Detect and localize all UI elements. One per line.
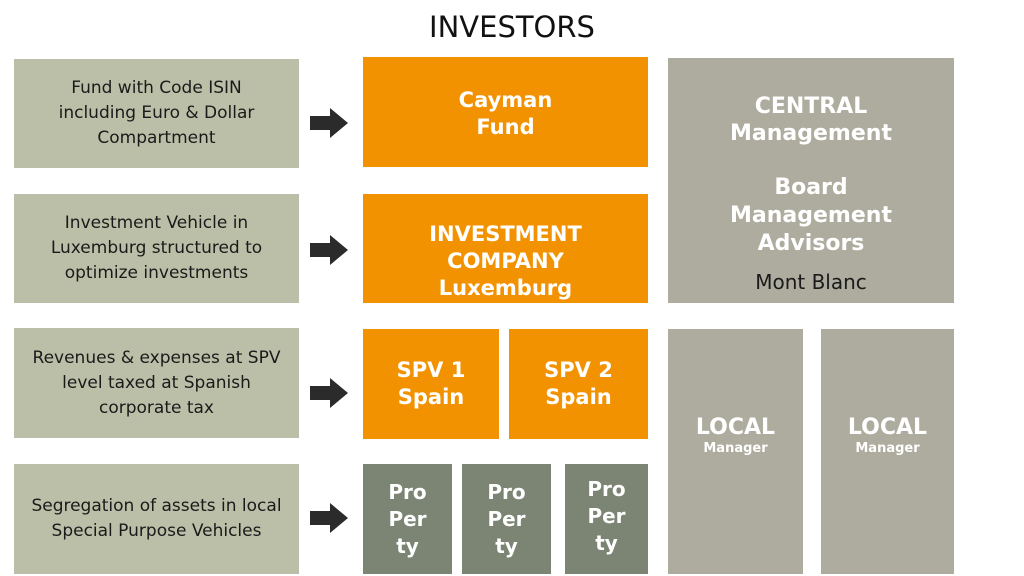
central-management-box: CENTRAL Management Board Management Advi…: [668, 58, 954, 303]
property-box-2: Pro Per ty: [462, 464, 551, 574]
spv2-box: SPV 2 Spain: [509, 329, 648, 439]
description-investment-vehicle: Investment Vehicle in Luxemburg structur…: [14, 194, 299, 303]
property-box-1: Pro Per ty: [363, 464, 452, 574]
board-management-advisors: Board Management Advisors: [730, 175, 892, 256]
description-fund-text: Fund with Code ISIN including Euro & Dol…: [58, 78, 255, 148]
spv1-box: SPV 1 Spain: [363, 329, 499, 439]
local-manager-subtitle-2: Manager: [855, 441, 920, 456]
local-manager-title-1: LOCAL: [695, 415, 776, 440]
local-manager-title-2: LOCAL: [847, 415, 928, 440]
spv2-label: SPV 2 Spain: [544, 358, 613, 409]
cayman-fund-label: Cayman Fund: [458, 88, 553, 139]
cayman-fund-box: Cayman Fund: [363, 57, 648, 167]
spv1-label: SPV 1 Spain: [396, 358, 466, 409]
property-box-3: Pro Per ty: [565, 464, 648, 574]
central-title: CENTRAL: [754, 94, 868, 119]
central-management-title: Management: [730, 121, 892, 146]
description-spv-tax-text: Revenues & expenses at SPV level taxed a…: [32, 347, 281, 418]
arrow-right-icon: [310, 235, 348, 265]
property-label-1: Pro Per ty: [388, 479, 427, 558]
arrow-right-icon: [310, 378, 348, 408]
local-manager-box-2: LOCAL Manager: [821, 329, 954, 574]
location-label: Mont Blanc: [755, 270, 867, 294]
arrow-right-icon: [310, 503, 348, 533]
local-manager-subtitle-1: Manager: [703, 441, 768, 456]
description-investment-vehicle-text: Investment Vehicle in Luxemburg structur…: [50, 213, 263, 283]
arrow-right-icon: [310, 108, 348, 138]
investment-company-box: INVESTMENT COMPANY Luxemburg: [363, 194, 648, 303]
diagram-title: INVESTORS: [429, 10, 595, 44]
description-segregation-text: Segregation of assets in local Special P…: [31, 496, 282, 541]
property-label-3: Pro Per ty: [587, 477, 626, 555]
local-manager-box-1: LOCAL Manager: [668, 329, 803, 574]
investment-company-label: INVESTMENT COMPANY Luxemburg: [429, 222, 582, 300]
description-segregation: Segregation of assets in local Special P…: [14, 464, 299, 574]
description-fund: Fund with Code ISIN including Euro & Dol…: [14, 59, 299, 168]
description-spv-tax: Revenues & expenses at SPV level taxed a…: [14, 328, 299, 438]
property-label-2: Pro Per ty: [487, 479, 526, 558]
